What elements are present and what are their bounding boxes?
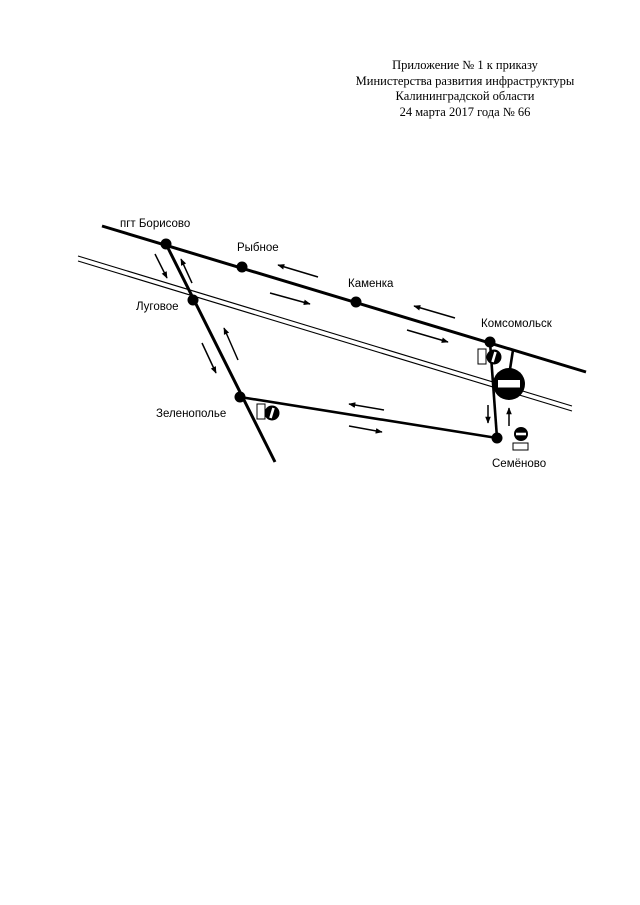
no-entry-sign-icon (493, 368, 525, 400)
arrow-southbound (201, 342, 217, 374)
region-line: Калининградской области (395, 89, 535, 103)
arrow-northbound (180, 258, 193, 284)
stop-label-komsomolsk: Комсомольск (481, 318, 553, 330)
arrow-northbound (223, 327, 239, 361)
arrow-westbound (277, 264, 319, 278)
annex-line: Приложение № 1 к приказу (392, 58, 538, 72)
stop-dot-rybnoe (236, 261, 248, 273)
arrow-eastbound (406, 329, 449, 343)
stop-dot-semenovo (491, 432, 503, 444)
arrow-westbound (348, 402, 385, 411)
arrow-eastbound (348, 425, 383, 434)
stop-label-rybnoe: Рыбное (237, 242, 279, 254)
stop-dot-zelenopolye (234, 391, 246, 403)
route-zelenopolye-semenovo (239, 395, 498, 440)
railway (77, 255, 573, 412)
stop-dot-komsomolsk (484, 336, 496, 348)
direction-arrows (154, 253, 512, 434)
stop-label-zelenopolye: Зеленополье (156, 408, 226, 420)
terminal-icon (477, 348, 502, 365)
order-annex-header: Приложение № 1 к приказу Министерства ра… (340, 58, 590, 120)
stop-label-semenovo: Семёново (492, 458, 546, 470)
arrow-southbound (154, 253, 168, 279)
route-borisovo-zelenopolye (164, 243, 277, 463)
stop-dot-lugovoe (187, 294, 199, 306)
arrow-westbound (413, 305, 456, 319)
stop-label-kamenka: Каменка (348, 278, 394, 290)
stop-dot-kamenka (350, 296, 362, 308)
date-number-line: 24 марта 2017 года № 66 (399, 104, 531, 119)
stop-label-lugovoe: Луговое (136, 301, 179, 313)
terminal-icon (256, 403, 280, 421)
main-road (101, 224, 587, 374)
terminal-icon (512, 427, 529, 451)
ministry-line: Министерства развития инфраструктуры (355, 73, 575, 88)
stop-dot-borisovo (160, 238, 172, 250)
stop-label-borisovo: пгт Борисово (120, 218, 190, 230)
arrow-eastbound (269, 292, 311, 306)
